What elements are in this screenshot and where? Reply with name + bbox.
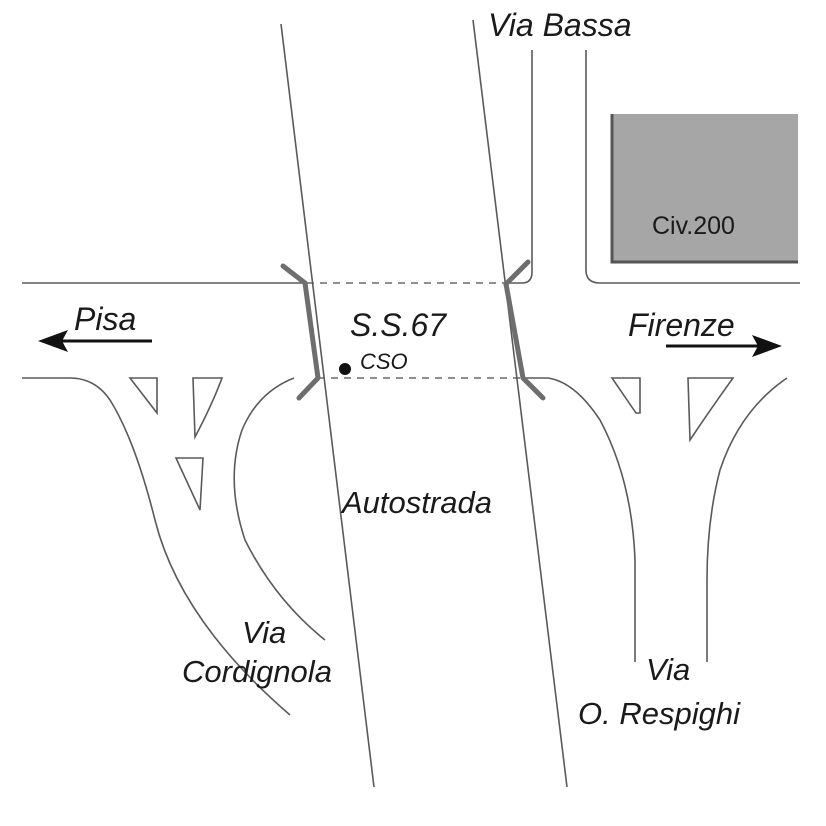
via-cordignola-label-line2: Cordignola bbox=[182, 654, 332, 689]
traffic-island-left-1 bbox=[128, 377, 158, 416]
overpass bbox=[280, 259, 546, 401]
via-respighi-label-line2: O. Respighi bbox=[578, 696, 741, 731]
traffic-island-left-2 bbox=[192, 377, 224, 441]
arrow-right-head-icon bbox=[752, 335, 782, 357]
direction-firenze: Firenze bbox=[628, 307, 782, 357]
main-road bbox=[22, 50, 800, 716]
cso-label: CSO bbox=[360, 349, 408, 374]
firenze-label: Firenze bbox=[628, 307, 735, 343]
traffic-island-right-2 bbox=[687, 377, 735, 443]
arrow-left-head-icon bbox=[38, 330, 68, 352]
overpass-west-parapet bbox=[280, 263, 321, 401]
autostrada-east-edge bbox=[472, 19, 568, 788]
autostrada-west-edge bbox=[280, 23, 375, 788]
right-islands bbox=[610, 377, 735, 443]
main-road-south-edge-west bbox=[22, 377, 291, 716]
main-road-north-edge-east bbox=[510, 50, 533, 284]
autostrada-label: Autostrada bbox=[340, 485, 492, 520]
building-block bbox=[612, 114, 798, 262]
left-islands bbox=[128, 377, 224, 511]
traffic-island-left-3 bbox=[174, 457, 204, 511]
main-road-north-edge-far-east bbox=[585, 50, 800, 284]
main-road-south-edge-far-east bbox=[706, 377, 788, 662]
pisa-label: Pisa bbox=[74, 301, 136, 337]
direction-pisa: Pisa bbox=[38, 301, 152, 352]
cso-point-icon bbox=[339, 363, 351, 375]
ss67-label: S.S.67 bbox=[350, 307, 447, 343]
traffic-island-right-1 bbox=[610, 377, 641, 414]
via-respighi-label-line1: Via bbox=[646, 652, 690, 687]
cso-marker: CSO bbox=[339, 349, 408, 375]
autostrada bbox=[280, 19, 568, 788]
via-bassa-label: Via Bassa bbox=[488, 7, 632, 43]
overpass-east-parapet bbox=[503, 259, 546, 401]
building-civ-200: Civ.200 bbox=[610, 114, 798, 264]
via-cordignola-label-line1: Via bbox=[242, 615, 286, 650]
via-cordignola-ramp bbox=[233, 377, 326, 641]
building-border bbox=[610, 114, 798, 264]
main-road-south-edge-east bbox=[524, 377, 636, 662]
building-label: Civ.200 bbox=[652, 212, 735, 240]
